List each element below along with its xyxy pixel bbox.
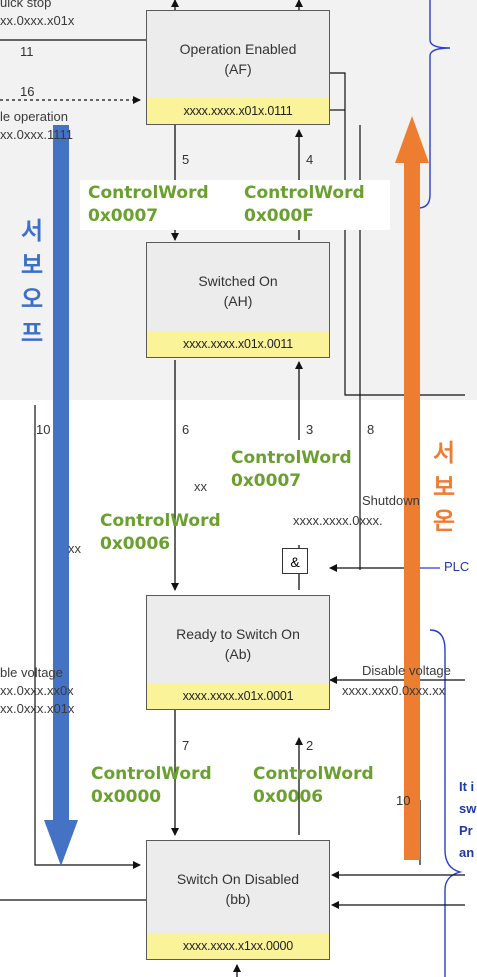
controlword-label: ControlWord [88, 183, 209, 203]
enable-operation-code: xx.0xxx.1111 [0, 127, 73, 142]
servo-on-label: 서보온 [424, 436, 464, 538]
state-title: Operation Enabled (AF) [147, 11, 329, 79]
state-operation-enabled: Operation Enabled (AF) xxxx.xxxx.x01x.01… [146, 10, 330, 125]
xx-left-label: xx [68, 541, 81, 556]
controlword-2: ControlWord 0x0006 [253, 763, 374, 809]
controlword-7: ControlWord 0x0000 [91, 763, 212, 809]
disable-voltage-right-code: xxxx.xxx0.0xxx.xx [342, 683, 446, 698]
state-code: xxxx.xxxx.x01x.0001 [147, 683, 329, 709]
state-abbr: (Ab) [224, 646, 252, 662]
disable-voltage-right-label: Disable voltage [362, 663, 451, 678]
state-title: Switched On (AH) [147, 243, 329, 311]
transition-10: 10 [36, 422, 51, 437]
controlword-value: 0x0006 [100, 534, 171, 554]
transition-8: 8 [367, 422, 375, 437]
controlword-value: 0x0000 [91, 787, 162, 807]
controlword-label: ControlWord [100, 511, 221, 531]
transition-10b: 10 [396, 793, 411, 808]
controlword-label: ControlWord [91, 764, 212, 784]
transition-6: 6 [182, 422, 190, 437]
state-abbr: (AH) [223, 293, 253, 309]
state-name: Operation Enabled [179, 41, 297, 57]
controlword-label: ControlWord [253, 764, 374, 784]
controlword-4: ControlWord 0x000F [236, 180, 390, 230]
blue-bracket-top [417, 0, 451, 209]
and-gate: & [282, 548, 308, 574]
enable-operation-label: le operation [0, 109, 68, 124]
controlword-6: ControlWord 0x0006 [100, 510, 221, 556]
state-name: Switch On Disabled [176, 871, 300, 887]
servo-off-label: 서보오프 [15, 214, 49, 350]
controlword-3: ControlWord 0x0007 [231, 447, 352, 493]
controlword-5: ControlWord 0x0007 [80, 180, 242, 230]
state-title: Switch On Disabled (bb) [147, 841, 329, 909]
state-switched-on: Switched On (AH) xxxx.xxxx.x01x.0011 [146, 242, 330, 358]
controlword-value: 0x0006 [253, 787, 324, 807]
quick-stop-code: xx.0xxx.x01x [0, 13, 75, 28]
controlword-label: ControlWord [231, 448, 352, 468]
transition-16: 16 [20, 84, 35, 99]
controlword-value: 0x0007 [231, 471, 302, 491]
transition-2: 2 [306, 738, 314, 753]
state-abbr: (bb) [225, 891, 251, 907]
transition-4: 4 [306, 152, 314, 167]
controlword-value: 0x0007 [88, 206, 159, 226]
disable-voltage-left-code1: xx.0xxx.xx0x [0, 683, 74, 698]
transition-7: 7 [182, 738, 190, 753]
side-note-text: It i sw Pr an [459, 779, 477, 860]
shutdown-code: xxxx.xxxx.0xxx. [293, 513, 383, 528]
state-abbr: (AF) [224, 61, 252, 77]
state-code: xxxx.xxxx.x01x.0011 [147, 331, 329, 357]
controlword-label: ControlWord [244, 183, 365, 203]
transition-11: 11 [20, 44, 34, 59]
blue-bracket-bottom [429, 629, 463, 977]
transition-5: 5 [182, 152, 190, 167]
servo-on-arrow [395, 116, 429, 860]
shutdown-label: Shutdown [362, 493, 420, 508]
state-ready-to-switch-on: Ready to Switch On (Ab) xxxx.xxxx.x01x.0… [146, 595, 330, 710]
state-code: xxxx.xxxx.x01x.0111 [147, 98, 329, 124]
disable-voltage-left-label: ble voltage [0, 665, 63, 680]
state-title: Ready to Switch On (Ab) [147, 596, 329, 664]
state-name: Switched On [198, 273, 278, 289]
state-switch-on-disabled: Switch On Disabled (bb) xxxx.xxxx.x1xx.0… [146, 840, 330, 960]
state-name: Ready to Switch On [176, 626, 300, 642]
plc-label: PLC [444, 559, 470, 574]
servo-off-arrow [44, 125, 78, 866]
controlword-value: 0x000F [244, 206, 314, 226]
disable-voltage-left-code2: xx.0xxx.x01x [0, 701, 75, 716]
quick-stop-label: uick stop [0, 0, 52, 10]
state-code: xxxx.xxxx.x1xx.0000 [147, 933, 329, 959]
xx-mid-label: xx [194, 479, 207, 494]
transition-3: 3 [306, 422, 314, 437]
